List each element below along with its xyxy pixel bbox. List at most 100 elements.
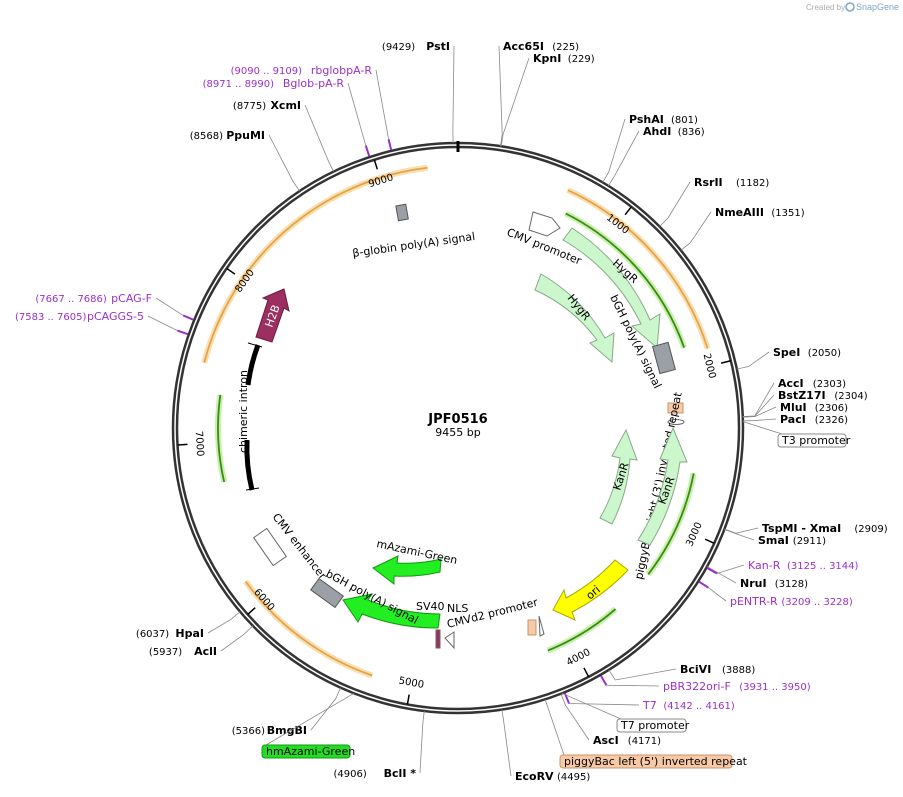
- tick-label-2000: 2000: [701, 352, 718, 379]
- orange-arc-right: [567, 189, 709, 349]
- enzyme-site[interactable]: EcoRV(4495): [501, 709, 590, 783]
- kanr-inner-arrow[interactable]: [599, 428, 638, 525]
- enzyme-name[interactable]: BclI *: [384, 767, 417, 780]
- boxed-label[interactable]: piggyBac left (5') inverted repeat: [544, 699, 748, 769]
- t3-promoter-marker[interactable]: [667, 419, 685, 425]
- tick-label-4000: 4000: [565, 647, 593, 669]
- enzyme-name[interactable]: HpaI: [175, 627, 204, 640]
- boxed-label[interactable]: hmAzami-Green: [261, 692, 355, 759]
- enzyme-site[interactable]: XcmI(8775): [233, 99, 334, 172]
- enzyme-site[interactable]: TspMI - XmaI(2909): [724, 522, 888, 535]
- enzyme-name[interactable]: PshAI: [629, 113, 664, 126]
- ori-arrow[interactable]: [552, 559, 629, 621]
- piggybac-left-block[interactable]: [527, 619, 537, 636]
- primer-name[interactable]: pCAG-F: [111, 292, 152, 305]
- enzyme-name[interactable]: SmaI: [758, 534, 789, 547]
- enzyme-site[interactable]: PstI(9429): [382, 40, 455, 144]
- enzyme-site[interactable]: AscI(4171): [560, 693, 661, 747]
- chimeric-intron-top[interactable]: [245, 344, 261, 386]
- primer-position: (4142 .. 4161): [663, 701, 735, 712]
- primer-site[interactable]: pCAGGS-5(7583 .. 7605): [15, 310, 189, 336]
- bgh-polya-top-block[interactable]: [652, 341, 676, 375]
- enzyme-name[interactable]: AhdI: [643, 125, 671, 138]
- enzyme-name[interactable]: AccI: [778, 377, 804, 390]
- cmv-enhancer-block[interactable]: [252, 527, 288, 567]
- primer-site[interactable]: T7 (4142 .. 4161): [563, 692, 735, 712]
- enzyme-name[interactable]: PstI: [426, 40, 450, 53]
- enzyme-site[interactable]: BciVI (3888): [608, 663, 755, 681]
- hygr-inner-arrow[interactable]: [534, 273, 615, 364]
- primer-marker: [177, 329, 189, 336]
- primer-name[interactable]: T7: [642, 699, 657, 712]
- enzyme-name[interactable]: SpeI: [773, 346, 800, 359]
- primer-name[interactable]: Bglob-pA-R: [283, 77, 345, 90]
- primer-site[interactable]: Kan-R(3125 .. 3144): [706, 559, 859, 575]
- primer-marker: [698, 580, 709, 589]
- enzyme-name[interactable]: MluI: [780, 401, 807, 414]
- enzyme-name[interactable]: AscI: [593, 734, 619, 747]
- enzyme-site[interactable]: Acc65I(225): [498, 40, 579, 147]
- green-arc-left: [217, 394, 226, 483]
- enzyme-site[interactable]: SpeI(2050): [736, 346, 841, 370]
- bgh-polya-bottom-block[interactable]: [310, 577, 344, 609]
- primer-name[interactable]: pENTR-R: [730, 595, 778, 608]
- chimeric-intron-label: chimeric intron: [237, 370, 250, 453]
- enzyme-name[interactable]: BmgBI: [267, 724, 307, 737]
- enzyme-site[interactable]: AclI(5937): [149, 625, 254, 658]
- primer-site[interactable]: rbglobpA-R(9090 .. 9109): [231, 64, 393, 151]
- enzyme-site[interactable]: SmaI(2911): [724, 529, 826, 547]
- enzyme-name[interactable]: NmeAIII: [715, 206, 764, 219]
- cmv-promoter-arrow[interactable]: [528, 211, 561, 237]
- primer-site[interactable]: pBR322ori-F(3931 .. 3950): [600, 675, 811, 693]
- kanr-outer-arrow[interactable]: [637, 426, 688, 546]
- enzyme-site[interactable]: AhdI(836): [607, 125, 705, 187]
- cmvd2-promoter-arrow[interactable]: [538, 615, 545, 637]
- nls-block[interactable]: [435, 629, 441, 649]
- enzyme-name[interactable]: NruI: [740, 577, 767, 590]
- primer-site[interactable]: pCAG-F(7667 .. 7686): [35, 292, 194, 321]
- enzyme-leader-line: [742, 406, 777, 418]
- enzyme-site[interactable]: KpnI(229): [500, 52, 595, 147]
- primer-site[interactable]: Bglob-pA-R(8971 .. 8990): [203, 77, 371, 157]
- boxed-label[interactable]: T7 promoter: [561, 692, 690, 733]
- mazami-small-arrow[interactable]: [372, 555, 442, 586]
- primer-site[interactable]: pENTR-R(3209 .. 3228): [698, 580, 853, 608]
- piggybac-right-block[interactable]: [667, 402, 684, 414]
- enzyme-site[interactable]: BclI *(4906): [334, 710, 425, 780]
- enzyme-name[interactable]: Acc65I: [503, 40, 544, 53]
- enzyme-name[interactable]: EcoRV: [515, 770, 554, 783]
- chimeric-intron-bottom[interactable]: [244, 439, 255, 491]
- h2b-arrow[interactable]: [255, 288, 290, 343]
- primer-name[interactable]: pCAGGS-5: [87, 310, 144, 323]
- enzyme-site[interactable]: RsrII(1182): [659, 176, 770, 227]
- enzyme-site[interactable]: NmeAIII(1351): [680, 206, 805, 251]
- primer-name[interactable]: pBR322ori-F: [663, 680, 731, 693]
- enzyme-site[interactable]: PpuMI(8568): [190, 129, 300, 192]
- enzyme-site[interactable]: PshAI(801): [602, 113, 698, 183]
- enzyme-name[interactable]: PacI: [780, 413, 806, 426]
- enzyme-position: (3888): [722, 665, 755, 676]
- bglobin-polya-block[interactable]: [395, 203, 409, 222]
- enzyme-site[interactable]: PacI(2326): [742, 413, 848, 426]
- enzyme-site[interactable]: NruI(3128): [706, 566, 808, 590]
- enzyme-name[interactable]: TspMI - XmaI: [762, 522, 841, 535]
- green-arc-hygr: [565, 212, 685, 348]
- enzyme-name[interactable]: XcmI: [270, 99, 301, 112]
- enzyme-site[interactable]: BmgBI(5366): [232, 687, 342, 737]
- sv40-arrow[interactable]: [444, 631, 455, 650]
- mazami-large-arrow[interactable]: [342, 593, 441, 629]
- enzyme-name[interactable]: BciVI: [680, 663, 711, 676]
- enzyme-position: (2303): [813, 379, 846, 390]
- boxed-label[interactable]: T3 promoter: [742, 421, 851, 448]
- primer-name[interactable]: rbglobpA-R: [311, 64, 372, 77]
- enzyme-name[interactable]: RsrII: [694, 176, 723, 189]
- primer-marker: [387, 138, 393, 151]
- enzyme-name[interactable]: AclI: [194, 645, 217, 658]
- enzyme-site[interactable]: HpaI(6037): [136, 611, 241, 640]
- enzyme-name[interactable]: KpnI: [533, 52, 561, 65]
- enzyme-name[interactable]: PpuMI: [226, 129, 265, 142]
- boxed-label-leader: [561, 692, 622, 720]
- primer-name[interactable]: Kan-R: [748, 559, 781, 572]
- enzyme-site[interactable]: MluI(2306): [742, 401, 848, 418]
- enzyme-name[interactable]: BstZ17I: [778, 389, 826, 402]
